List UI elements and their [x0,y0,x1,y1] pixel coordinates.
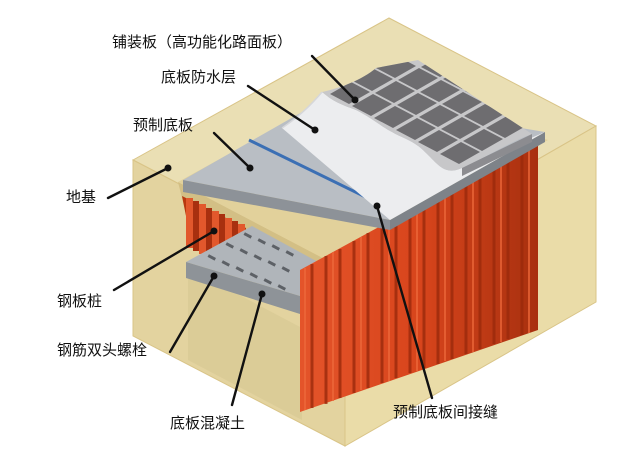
label-precast-slab: 预制底板 [133,116,193,134]
label-foundation: 地基 [66,188,96,206]
dot-foundation [165,165,172,172]
label-base-concrete: 底板混凝土 [170,414,245,432]
dot-paving-slab [352,97,359,104]
dot-waterproof [312,127,319,134]
label-precast-joint: 预制底板间接缝 [393,403,498,421]
dot-sheet-pile [211,228,218,235]
dot-precast-joint [374,203,381,210]
label-paving-slab: 铺装板（高功能化路面板） [112,33,292,51]
label-steel-sheet-pile: 钢板桩 [57,292,102,310]
label-waterproof-layer: 底板防水层 [161,68,236,86]
label-double-head-bolt: 钢筋双头螺栓 [57,341,147,359]
dot-bolt [211,273,218,280]
dot-base-concrete [259,291,266,298]
dot-precast-slab [247,165,254,172]
